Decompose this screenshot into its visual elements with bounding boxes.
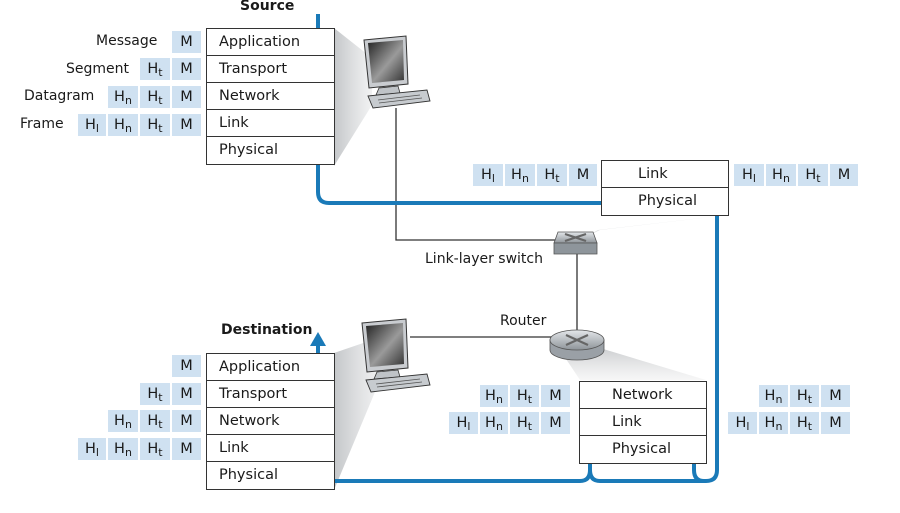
source-network-hn: Hn [108,86,138,108]
dest-network-hn: Hn [108,410,138,432]
switch-label: Link-layer switch [425,251,543,267]
source-transport-m: M [172,58,201,80]
dest-layer-transport: Transport [207,381,334,408]
source-link-ht: Ht [140,114,170,136]
dest-link-hl: Hl [78,438,106,460]
source-layer-network: Network [207,83,334,110]
router-in-link-m: M [541,412,570,434]
source-transport-ht: Ht [140,58,170,80]
router-layer-link: Link [580,409,706,436]
source-app-m: M [172,31,201,53]
dest-link-ht: Ht [140,438,170,460]
switch-out-ht: Ht [798,164,828,186]
dest-layer-physical: Physical [219,467,278,483]
link-layer-switch-icon [553,231,598,255]
source-protocol-stack: Application Transport Network Link Physi… [206,28,335,165]
dest-layer-network: Network [207,408,334,435]
router-layer-physical: Physical [612,441,671,457]
dest-link-m: M [172,438,201,460]
source-layer-application: Application [207,29,334,56]
router-in-net-ht: Ht [510,385,539,407]
pdu-label-segment: Segment [66,61,129,77]
dest-app-m: M [172,355,201,377]
pdu-label-message: Message [96,33,158,49]
router-out-link-hl: Hl [728,412,757,434]
source-layer-physical: Physical [219,142,278,158]
destination-arrow-icon [310,332,326,346]
switch-in-m: M [569,164,597,186]
source-zoom-wedge [334,28,372,166]
switch-protocol-stack: Link Physical [601,160,729,216]
switch-out-hl: Hl [734,164,764,186]
cable-source-switch [395,108,555,241]
source-link-hn: Hn [108,114,138,136]
switch-out-hn: Hn [766,164,796,186]
source-link-m: M [172,114,201,136]
switch-out-m: M [830,164,858,186]
source-layer-link: Link [207,110,334,137]
router-out-net-hn: Hn [759,385,788,407]
router-in-link-ht: Ht [510,412,539,434]
dest-network-ht: Ht [140,410,170,432]
source-layer-transport: Transport [207,56,334,83]
dest-layer-link: Link [207,435,334,462]
router-label: Router [500,313,547,329]
router-protocol-stack: Network Link Physical [579,381,707,464]
switch-layer-physical: Physical [638,193,697,209]
dest-transport-ht: Ht [140,383,170,405]
source-link-hl: Hl [78,114,106,136]
switch-in-hl: Hl [473,164,503,186]
dest-network-m: M [172,410,201,432]
router-out-net-m: M [821,385,850,407]
destination-protocol-stack: Application Transport Network Link Physi… [206,353,335,490]
dest-transport-m: M [172,383,201,405]
source-network-ht: Ht [140,86,170,108]
router-in-link-hl: Hl [449,412,478,434]
router-in-net-m: M [541,385,570,407]
router-out-link-hn: Hn [759,412,788,434]
switch-in-ht: Ht [537,164,567,186]
dest-zoom-wedge [334,340,380,490]
destination-computer-icon [361,318,431,393]
router-out-link-m: M [821,412,850,434]
router-in-link-hn: Hn [480,412,508,434]
dest-link-hn: Hn [108,438,138,460]
switch-in-hn: Hn [505,164,535,186]
source-network-m: M [172,86,201,108]
destination-title: Destination [221,322,313,338]
router-icon [549,329,605,361]
switch-layer-link: Link [602,161,728,188]
router-out-link-ht: Ht [790,412,819,434]
dest-layer-application: Application [207,354,334,381]
router-out-net-ht: Ht [790,385,819,407]
router-in-net-hn: Hn [480,385,508,407]
router-layer-network: Network [580,382,706,409]
pdu-label-datagram: Datagram [24,88,95,104]
source-computer-icon [363,35,431,109]
source-title: Source [240,0,295,14]
pdu-label-frame: Frame [20,116,64,132]
